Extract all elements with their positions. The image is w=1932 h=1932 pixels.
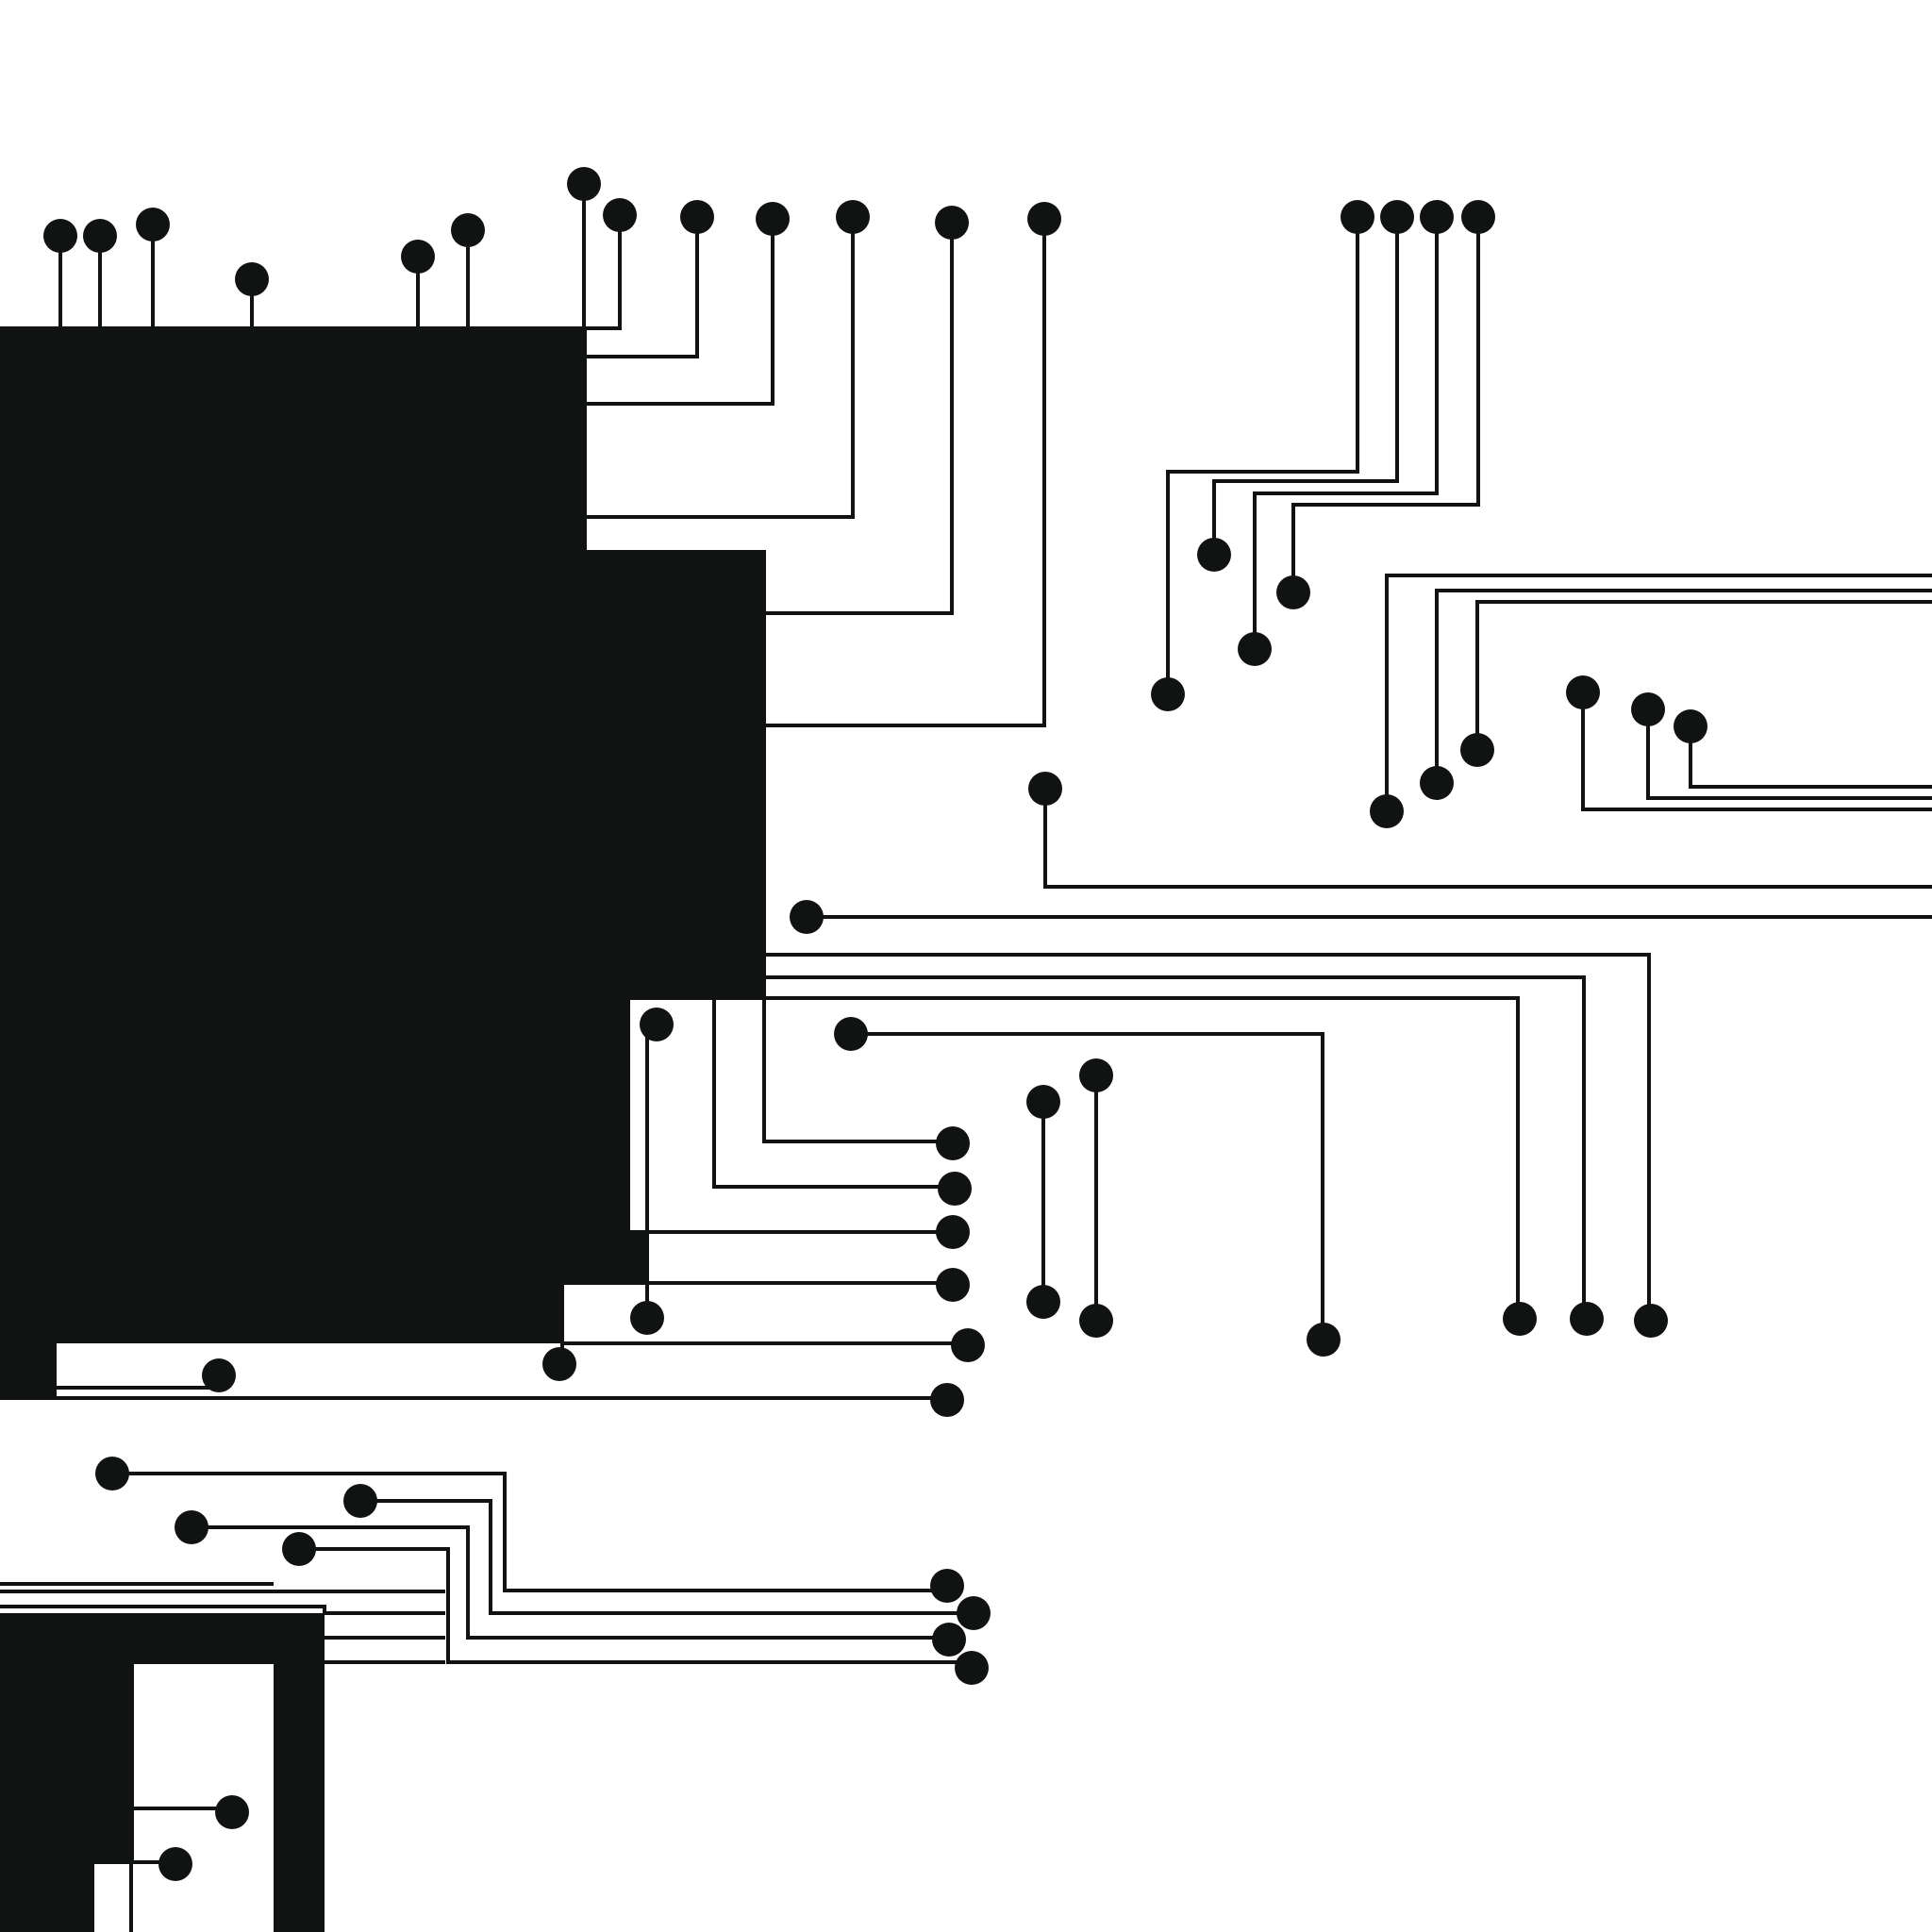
upper-right-traces: [805, 215, 1932, 919]
top-pins: [58, 182, 1046, 727]
solder-pads: [43, 167, 1707, 1881]
notch-gap: [630, 1000, 715, 1232]
lower-left-frame-block: [0, 1613, 325, 1932]
main-chip-block: [0, 326, 766, 1400]
middle-right-traces: [55, 953, 1651, 1400]
lower-left-bus: [0, 1472, 975, 1932]
chip-blocks: [0, 326, 766, 1932]
